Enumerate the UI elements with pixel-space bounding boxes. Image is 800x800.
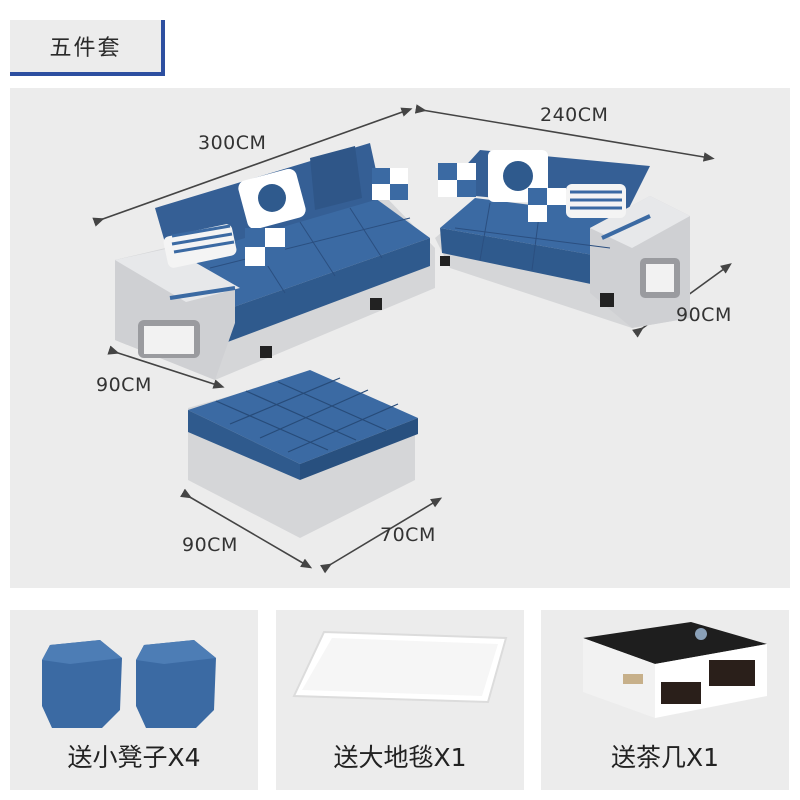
- dimension-ottoman-depth: 70CM: [380, 524, 436, 546]
- gift-card-coffee-table: 送茶几X1: [541, 610, 789, 790]
- dimension-ottoman-width: 90CM: [182, 534, 238, 556]
- stool-icon: [42, 640, 216, 728]
- sofa-right-section: [435, 150, 690, 328]
- decorative-pillows: [163, 150, 626, 268]
- set-tag: 五件套: [10, 20, 165, 76]
- gift-card-rug: 送大地毯X1: [276, 610, 524, 790]
- dimension-left-length: 300CM: [198, 132, 267, 154]
- set-tag-label: 五件套: [49, 35, 122, 60]
- sofa-dimension-panel: 300CM 240CM 90CM 90CM 90CM 70CM: [10, 88, 790, 588]
- dimension-right-length: 240CM: [540, 104, 609, 126]
- ottoman: [188, 370, 418, 538]
- gift-label-rug: 送大地毯X1: [333, 743, 467, 772]
- dimension-right-depth: 90CM: [676, 304, 732, 326]
- gift-card-stools: 送小凳子X4: [10, 610, 258, 790]
- gift-label-coffee-table: 送茶几X1: [610, 743, 720, 772]
- rug-icon: [292, 630, 508, 704]
- gift-label-stools: 送小凳子X4: [67, 743, 201, 772]
- coffee-table-icon: [583, 622, 767, 718]
- sofa-illustration: [92, 104, 732, 574]
- dimension-left-depth: 90CM: [96, 374, 152, 396]
